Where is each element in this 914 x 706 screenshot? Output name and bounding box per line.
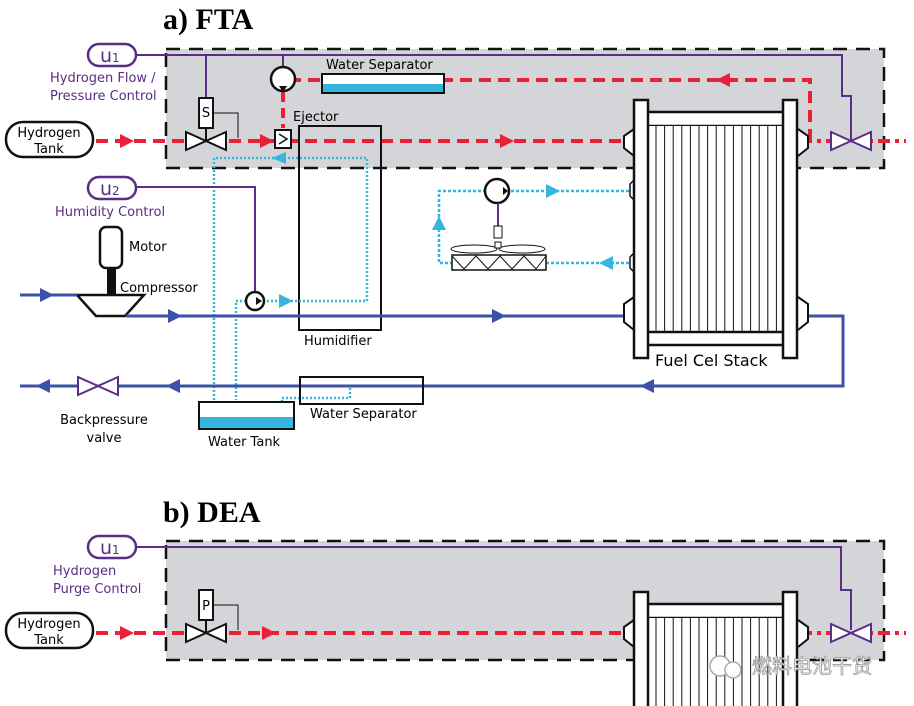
svg-text:Hydrogen: Hydrogen bbox=[17, 617, 80, 632]
u1-desc-line1: Hydrogen Flow / bbox=[50, 71, 156, 86]
backpressure-label-line2: valve bbox=[87, 431, 122, 446]
u1b-desc-line2: Purge Control bbox=[53, 582, 141, 597]
flow-arrow bbox=[120, 626, 134, 640]
supply-valve-p[interactable]: P bbox=[185, 589, 239, 644]
humidifier-pump bbox=[244, 290, 266, 312]
flow-arrow bbox=[500, 134, 514, 148]
coolant-pump bbox=[483, 177, 511, 205]
flow-arrow bbox=[716, 73, 730, 87]
motor bbox=[98, 225, 124, 294]
purge-valve-a[interactable] bbox=[830, 130, 872, 152]
flow-arrow bbox=[40, 288, 54, 302]
svg-text:S: S bbox=[202, 106, 210, 121]
backpressure-label-line1: Backpressure bbox=[60, 413, 148, 428]
flow-arrow bbox=[599, 256, 613, 270]
radiator-fan bbox=[450, 225, 546, 254]
u2-control-badge: u2 bbox=[86, 175, 138, 201]
panel-a-title: a) FTA bbox=[163, 3, 254, 36]
svg-text:Hydrogen: Hydrogen bbox=[17, 126, 80, 141]
svg-text:燃料电池干货: 燃料电池干货 bbox=[752, 654, 872, 678]
water-separator-top-label: Water Separator bbox=[326, 58, 433, 73]
u1b-control-line bbox=[136, 546, 852, 630]
humidifier-label: Humidifier bbox=[304, 334, 372, 349]
flow-arrow bbox=[260, 134, 274, 148]
flow-arrow bbox=[262, 626, 276, 640]
fuel-cell-stack-b bbox=[623, 590, 809, 706]
watermark: 燃料电池干货 bbox=[709, 654, 872, 679]
water-tank-label: Water Tank bbox=[208, 435, 281, 450]
flow-arrow bbox=[166, 379, 180, 393]
flow-arrow bbox=[120, 134, 134, 148]
flow-arrow bbox=[492, 309, 506, 323]
compressor-label: Compressor bbox=[120, 281, 199, 296]
ejector bbox=[274, 129, 292, 149]
fuel-cell-stack bbox=[623, 98, 809, 360]
water-separator-bottom bbox=[299, 376, 424, 405]
svg-text:u2: u2 bbox=[100, 178, 120, 200]
water-separator-top bbox=[321, 73, 445, 94]
u2-desc: Humidity Control bbox=[55, 205, 165, 220]
radiator bbox=[451, 254, 547, 271]
ejector-label: Ejector bbox=[293, 110, 339, 125]
flow-arrow bbox=[432, 216, 446, 230]
flow-arrow bbox=[36, 379, 50, 393]
u1-control-badge: u1 bbox=[86, 42, 138, 68]
svg-text:u1: u1 bbox=[100, 45, 120, 67]
motor-label: Motor bbox=[129, 240, 167, 255]
water-separator-bottom-label: Water Separator bbox=[310, 407, 417, 422]
flow-arrow bbox=[272, 152, 286, 164]
compressor bbox=[74, 293, 147, 318]
u1-desc-line2: Pressure Control bbox=[50, 89, 157, 104]
fuel-cell-stack-label: Fuel Cel Stack bbox=[655, 351, 768, 370]
u1-control-badge-b: u1 bbox=[86, 534, 138, 560]
backpressure-valve[interactable] bbox=[77, 375, 119, 397]
hydrogen-tank-b: Hydrogen Tank bbox=[4, 611, 95, 650]
u1b-desc-line1: Hydrogen bbox=[53, 564, 116, 579]
flow-arrow bbox=[168, 309, 182, 323]
purge-valve-b[interactable] bbox=[830, 622, 872, 644]
svg-text:Tank: Tank bbox=[33, 142, 64, 157]
hydrogen-recirculation-line bbox=[290, 78, 812, 141]
flow-arrow bbox=[279, 294, 293, 308]
svg-text:Tank: Tank bbox=[33, 633, 64, 648]
humidifier bbox=[298, 125, 382, 331]
u1-control-line bbox=[136, 54, 852, 140]
flow-arrow bbox=[640, 379, 654, 393]
svg-text:P: P bbox=[202, 599, 210, 614]
water-humidifier-loop bbox=[212, 156, 369, 418]
supply-valve-s[interactable]: S bbox=[185, 97, 239, 152]
u2-control-line bbox=[136, 186, 256, 293]
panel-b-title: b) DEA bbox=[163, 496, 261, 529]
water-tank bbox=[198, 401, 295, 430]
hydrogen-tank-a: Hydrogen Tank bbox=[4, 120, 95, 159]
hydrogen-recirculation-pump bbox=[269, 65, 297, 93]
flow-arrow bbox=[546, 184, 560, 198]
svg-text:u1: u1 bbox=[100, 537, 120, 559]
